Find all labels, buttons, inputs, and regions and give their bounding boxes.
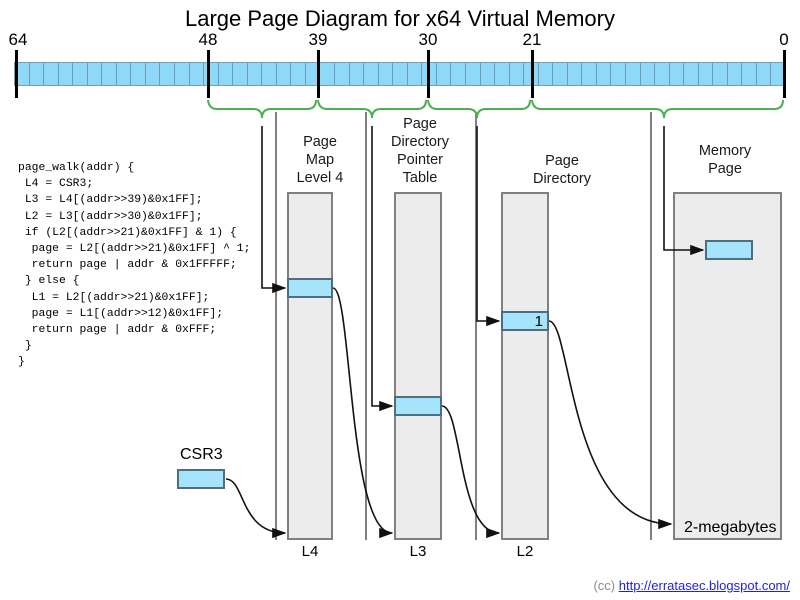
bit-ruler [14,62,786,86]
bottom-label-l3: L3 [409,543,427,560]
bit-cell [495,63,510,85]
tick-label-48: 48 [198,30,218,49]
bottom-label-l2: L2 [516,543,534,560]
tick-mark-21 [531,50,534,98]
bit-cell [553,63,568,85]
tick-mark-0 [783,50,786,98]
table-pd[interactable] [501,192,549,540]
bit-cell [655,63,670,85]
bit-cell [15,63,30,85]
tick-label-0: 0 [779,30,789,49]
tick-label-39: 39 [308,30,328,49]
bit-cell [539,63,554,85]
bit-cell [102,63,117,85]
bit-cell [335,63,350,85]
page-title: Large Page Diagram for x64 Virtual Memor… [184,6,615,31]
brace-pml4 [207,99,317,119]
bit-cell [481,63,496,85]
bit-cell [248,63,263,85]
tick-label-30: 30 [418,30,438,49]
bit-cell [117,63,132,85]
bit-cell [277,63,292,85]
bit-cell [393,63,408,85]
bit-cell [451,63,466,85]
entry-pdpt[interactable] [394,396,442,416]
table-pml4[interactable] [287,192,333,540]
bit-cell [524,63,539,85]
bit-cell [713,63,728,85]
bit-cell [219,63,234,85]
bit-cell [146,63,161,85]
bit-cell [175,63,190,85]
footer-link[interactable]: http://erratasec.blogspot.com/ [618,578,790,593]
tick-mark-39 [317,50,320,98]
bit-cell [437,63,452,85]
entry-memory-page[interactable] [705,240,753,260]
bit-cell [320,63,336,85]
bit-cell [44,63,59,85]
bit-cell [582,63,597,85]
arrow-l3-to-l2 [441,405,501,539]
tick-mark-48 [207,50,210,98]
bottom-label-memory-page: 2-megabytes [684,519,777,536]
table-pdpt[interactable] [394,192,442,540]
tick-label-21: 21 [522,30,542,49]
bit-cell [510,63,525,85]
tick-mark-64 [15,50,18,98]
bit-cell [684,63,699,85]
bit-cell [88,63,103,85]
bit-cell [641,63,656,85]
bit-cell [204,63,219,85]
footer: (cc) http://erratasec.blogspot.com/ [0,578,790,593]
bit-cell [597,63,612,85]
bit-range-braces [207,99,784,119]
bit-cell [291,63,306,85]
arrow-l4-to-l3 [332,287,394,539]
bit-cell [364,63,379,85]
bit-cell [73,63,88,85]
tick-label-64: 64 [8,30,28,49]
bit-cell [568,63,583,85]
entry-pml4[interactable] [287,278,333,298]
bit-cell [728,63,743,85]
cc-mark: (cc) [593,578,616,593]
column-heading-pdpt: Page Directory Pointer Table [390,116,449,186]
bit-cell [670,63,685,85]
separator-pml4 [275,112,277,540]
arrow-l2-to-memory-page [548,320,673,530]
bit-cell [350,63,365,85]
bit-cell [757,63,772,85]
column-heading-memory-page: Memory Page [698,143,752,177]
bit-cell [160,63,176,85]
bit-ruler-cells [14,62,786,86]
csr3-box[interactable] [177,469,225,489]
separator-pd [475,112,477,540]
tick-mark-30 [427,50,430,98]
bit-cell [408,63,423,85]
bit-cell [262,63,277,85]
bit-cell [30,63,45,85]
bit-cell [699,63,714,85]
bit-cell [190,63,205,85]
bit-cell [626,63,641,85]
entry-pd[interactable]: 1 [501,311,549,331]
bit-cell [742,63,757,85]
bit-cell [131,63,146,85]
bottom-label-l4: L4 [301,543,319,560]
page-walk-code: page_walk(addr) { L4 = CSR3; L3 = L4[(ad… [18,162,251,369]
bit-cell [611,63,626,85]
bit-cell [59,63,74,85]
column-heading-pd: Page Directory [532,153,591,187]
csr3-label: CSR3 [180,446,223,463]
bit-cell [466,63,481,85]
brace-offset [531,99,784,119]
column-heading-pml4: Page Map Level 4 [296,134,344,186]
bit-cell [233,63,248,85]
bit-cell [422,63,437,85]
bit-cell [379,63,394,85]
